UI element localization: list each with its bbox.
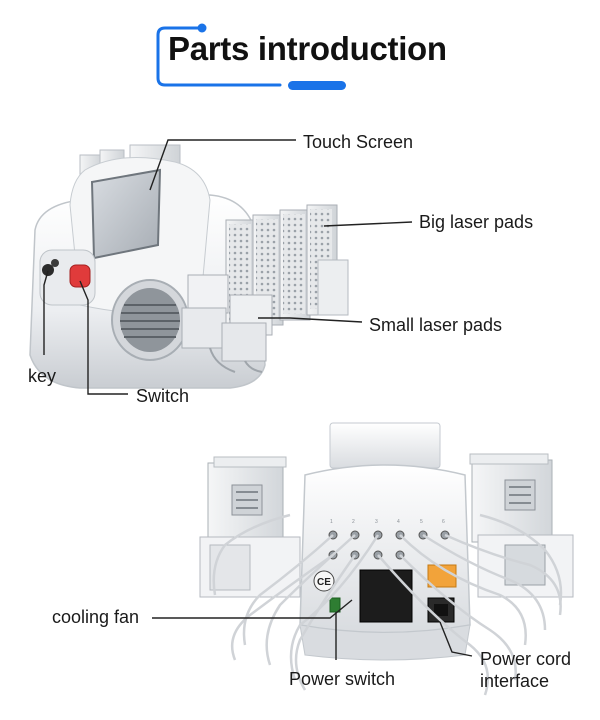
accent-dot [197, 23, 207, 33]
device-rear-illustration: 1 2 3 4 5 6 CE [199, 422, 574, 696]
svg-text:3: 3 [375, 519, 378, 525]
accent-bar [288, 81, 346, 90]
small-laser-pads [181, 274, 273, 373]
rear-body: 1 2 3 4 5 6 CE [299, 464, 471, 661]
accent-bracket-frame [156, 26, 282, 87]
ce-mark [313, 570, 335, 592]
touch-screen [90, 168, 162, 260]
header: Parts introduction [0, 0, 600, 100]
left-pad-stack [199, 456, 301, 598]
rear-handle [329, 422, 441, 469]
callout-power-cord-interface: Power cord interface [480, 649, 572, 691]
svg-text:4: 4 [397, 519, 400, 525]
svg-text:2: 2 [352, 519, 355, 525]
switch-red-button [69, 264, 91, 288]
cooling-fan [359, 569, 413, 623]
title-frame [156, 23, 346, 90]
callout-switch: Switch [136, 386, 190, 406]
svg-text:1: 1 [330, 519, 333, 525]
cable-connectors [212, 513, 563, 696]
power-switch-icon [329, 597, 341, 613]
callout-big-laser-pads: Big laser pads [419, 212, 534, 232]
callout-touch-screen: Touch Screen [303, 132, 414, 152]
callout-cooling-fan: cooling fan [52, 607, 140, 627]
callout-small-laser-pads: Small laser pads [369, 315, 503, 335]
svg-text:5: 5 [420, 519, 423, 525]
svg-text:CE: CE [317, 577, 331, 588]
callout-key: key [28, 366, 57, 386]
callout-power-switch: Power switch [289, 669, 396, 689]
device-front-illustration [29, 144, 349, 389]
svg-text:6: 6 [442, 519, 445, 525]
page-title: Parts introduction [168, 30, 447, 67]
